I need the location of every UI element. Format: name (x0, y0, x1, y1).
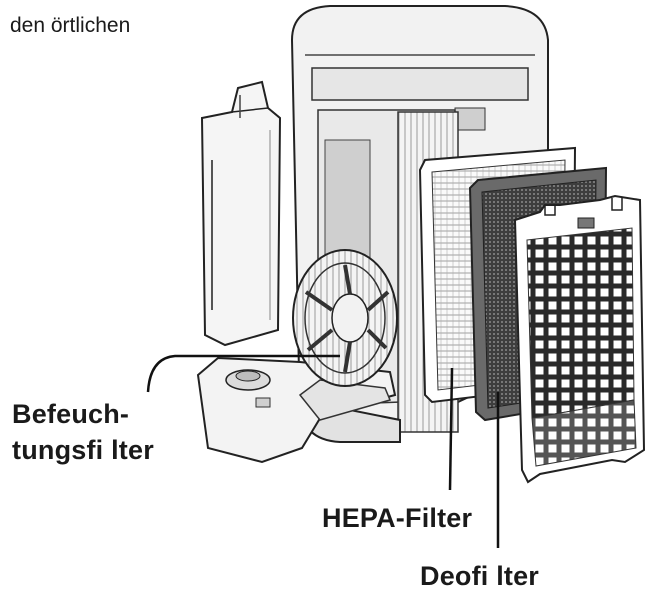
humidifier-leader-line (146, 354, 340, 393)
leader-lines (146, 354, 500, 548)
humidifying-filter-wheel (292, 249, 398, 387)
hepa-filter-label: HEPA-Filter (322, 503, 473, 533)
water-tank (200, 80, 282, 347)
deodorizing-filter-label: Deofi lter (420, 561, 540, 591)
humidifying-filter-label-line1: Befeuch- (12, 399, 130, 429)
header-text: den örtlichen (10, 14, 131, 37)
hepa-leader-line (448, 367, 454, 491)
front-panel (513, 194, 646, 484)
humidifying-filter-label-line2: tungsfi lter (12, 435, 154, 465)
